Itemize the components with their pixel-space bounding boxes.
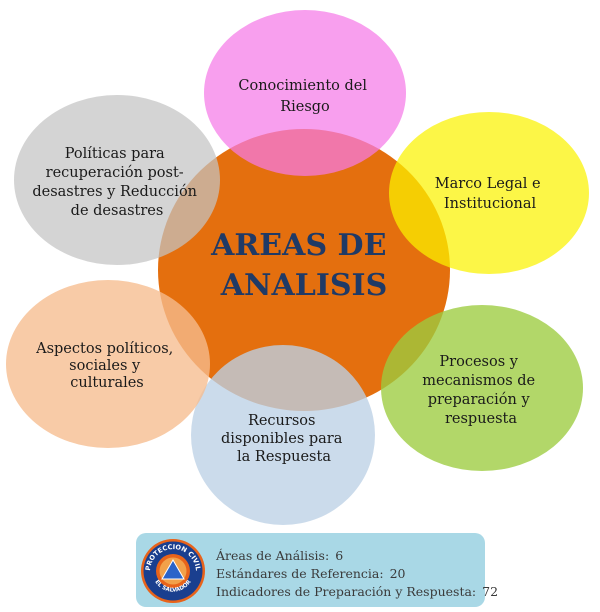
label-marco-legal: Marco Legal e Institucional bbox=[435, 176, 545, 212]
label-line: desastres y Reducción bbox=[32, 184, 197, 200]
label-line: Marco Legal e bbox=[435, 176, 541, 192]
center-title: AREAS DE ANALISIS bbox=[210, 228, 397, 303]
info-value: 20 bbox=[389, 566, 406, 581]
label-line: mecanismos de bbox=[422, 373, 535, 389]
ellipse-conocimiento bbox=[204, 10, 406, 176]
label-politicas: Políticas para recuperación post- desast… bbox=[32, 146, 201, 219]
ellipse-recursos bbox=[191, 345, 375, 525]
label-line: respuesta bbox=[445, 411, 517, 427]
label-conocimiento: Conocimiento del Riesgo bbox=[238, 78, 371, 115]
ellipse-aspectos bbox=[6, 280, 210, 448]
label-line: Aspectos políticos, bbox=[35, 341, 173, 357]
info-line-areas: Áreas de Análisis: 6 bbox=[216, 547, 498, 565]
label-line: preparación y bbox=[428, 392, 531, 408]
label-line: culturales bbox=[70, 375, 144, 391]
center-title-line: AREAS DE bbox=[210, 228, 386, 263]
info-value: 72 bbox=[482, 584, 499, 599]
label-line: sociales y bbox=[69, 358, 141, 374]
label-line: de desastres bbox=[71, 203, 164, 219]
label-line: Políticas para bbox=[65, 146, 165, 162]
info-lines: Áreas de Análisis: 6 Estándares de Refere… bbox=[216, 547, 498, 601]
info-label: Áreas de Análisis: bbox=[216, 548, 330, 563]
info-label: Estándares de Referencia: bbox=[216, 566, 384, 581]
ellipse-marco-legal bbox=[389, 112, 589, 274]
label-line: Conocimiento del bbox=[238, 78, 367, 94]
info-label: Indicadores de Preparación y Respuesta: bbox=[216, 584, 477, 599]
label-line: Riesgo bbox=[280, 99, 330, 115]
info-value: 6 bbox=[335, 548, 344, 563]
label-line: Institucional bbox=[444, 196, 537, 212]
proteccion-civil-logo: PROTECCION CIVIL EL SALVADOR bbox=[141, 539, 205, 603]
label-line: recuperación post- bbox=[46, 165, 184, 181]
label-line: la Respuesta bbox=[237, 449, 331, 465]
ellipse-politicas bbox=[14, 95, 220, 265]
label-recursos: Recursos disponibles para la Respuesta bbox=[221, 413, 347, 465]
label-line: Recursos bbox=[248, 413, 316, 429]
label-aspectos: Aspectos políticos, sociales y culturale… bbox=[35, 341, 178, 391]
center-title-line: ANALISIS bbox=[220, 268, 387, 303]
label-line: disponibles para bbox=[221, 431, 343, 447]
info-line-estandares: Estándares de Referencia: 20 bbox=[216, 565, 498, 583]
ellipse-procesos bbox=[381, 305, 583, 471]
label-line: Procesos y bbox=[439, 354, 518, 370]
label-procesos: Procesos y mecanismos de preparación y r… bbox=[422, 354, 540, 427]
center-ellipse bbox=[158, 129, 450, 411]
info-box: PROTECCION CIVIL EL SALVADOR Áreas de An… bbox=[136, 533, 498, 607]
areas-diagram: AREAS DE ANALISIS Conocimiento del Riesg… bbox=[6, 10, 589, 525]
info-line-indicadores: Indicadores de Preparación y Respuesta: 7… bbox=[216, 583, 498, 601]
